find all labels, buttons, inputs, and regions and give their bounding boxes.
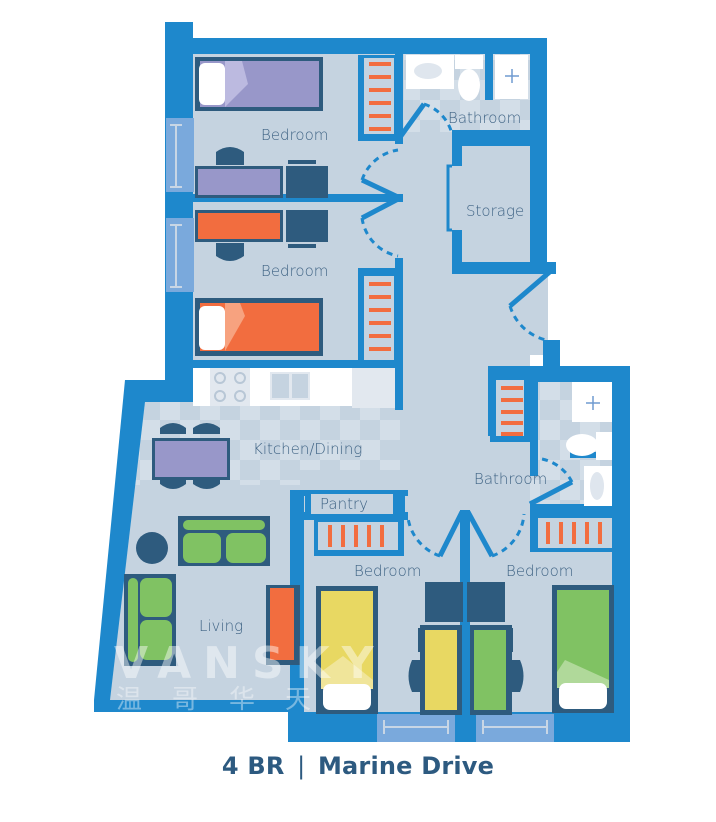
label-storage: Storage	[466, 202, 524, 220]
living-furniture	[124, 516, 300, 666]
door-storage	[446, 164, 452, 232]
label-living: Living	[199, 617, 243, 635]
closet-bottom-right-bedroom	[530, 510, 615, 552]
toilet	[566, 434, 598, 456]
closets	[305, 55, 615, 556]
sofa-top	[178, 516, 270, 566]
closet-top-bedroom	[358, 55, 398, 141]
bedroom-count: 4 BR	[221, 752, 285, 780]
side-table	[136, 532, 168, 564]
door-bathroom-right	[528, 456, 574, 507]
watermark-cn-2: 哥	[172, 685, 198, 715]
desk-top-bedroom	[195, 147, 328, 198]
shower	[572, 382, 612, 422]
bed-bottom-right-bedroom	[552, 585, 614, 713]
window-top-bedroom	[166, 118, 194, 192]
bed-bottom-left-bedroom	[316, 586, 378, 714]
label-kitchen-dining: Kitchen/Dining	[253, 440, 362, 458]
watermark: VANSKY 温 哥 华 天	[114, 638, 386, 715]
pantry-box	[305, 490, 405, 518]
label-pantry: Pantry	[320, 495, 368, 513]
label-bedroom-bottom-right: Bedroom	[506, 562, 573, 580]
property-name: Marine Drive	[317, 752, 495, 780]
desk-middle-bedroom	[195, 210, 328, 261]
closet-bottom-left-bedroom	[314, 516, 404, 556]
window-middle-bedroom	[166, 218, 194, 292]
label-bedroom-top: Bedroom	[261, 126, 328, 144]
watermark-cn-1: 温	[116, 685, 142, 715]
sofa-left	[124, 574, 176, 666]
watermark-latin: VANSKY	[114, 638, 386, 689]
watermark-cn-4: 天	[285, 685, 311, 715]
doors	[360, 102, 574, 558]
label-bedroom-middle: Bedroom	[261, 262, 328, 280]
door-entry	[508, 268, 554, 342]
door-bedroom-bottom-right	[465, 510, 526, 558]
door-bedroom-bottom-left	[406, 510, 465, 558]
label-bathroom-right: Bathroom	[474, 470, 547, 488]
toilet	[458, 69, 480, 101]
desk-bottom-right-bedroom	[467, 582, 524, 715]
bathroom-right-fixtures	[566, 382, 612, 506]
bed-middle-bedroom	[195, 298, 323, 356]
fridge	[352, 368, 395, 408]
shower-drain-icon	[505, 69, 519, 83]
door-bedroom-top	[360, 148, 402, 201]
shower-drain-icon	[586, 396, 600, 410]
windows	[166, 118, 554, 742]
label-bedroom-bottom-left: Bedroom	[354, 562, 421, 580]
kitchen-counter	[193, 368, 395, 408]
bathroom-top-fixtures	[406, 55, 528, 101]
door-bedroom-middle	[360, 195, 402, 258]
door-bathroom-top	[395, 102, 454, 142]
watermark-cn-3: 华	[229, 685, 255, 715]
tv-console	[266, 585, 300, 665]
plan-title: 4 BR | Marine Drive	[0, 752, 716, 780]
closet-middle-bedroom	[358, 268, 398, 360]
bed-top-bedroom	[195, 57, 323, 111]
title-separator: |	[297, 752, 306, 780]
room-labels: Bedroom Bathroom Storage Bedroom Kitchen…	[199, 109, 573, 635]
label-bathroom-top: Bathroom	[448, 109, 521, 127]
closet-right-bathroom	[490, 372, 530, 442]
dining-table	[152, 423, 230, 489]
desk-bottom-left-bedroom	[408, 582, 463, 715]
